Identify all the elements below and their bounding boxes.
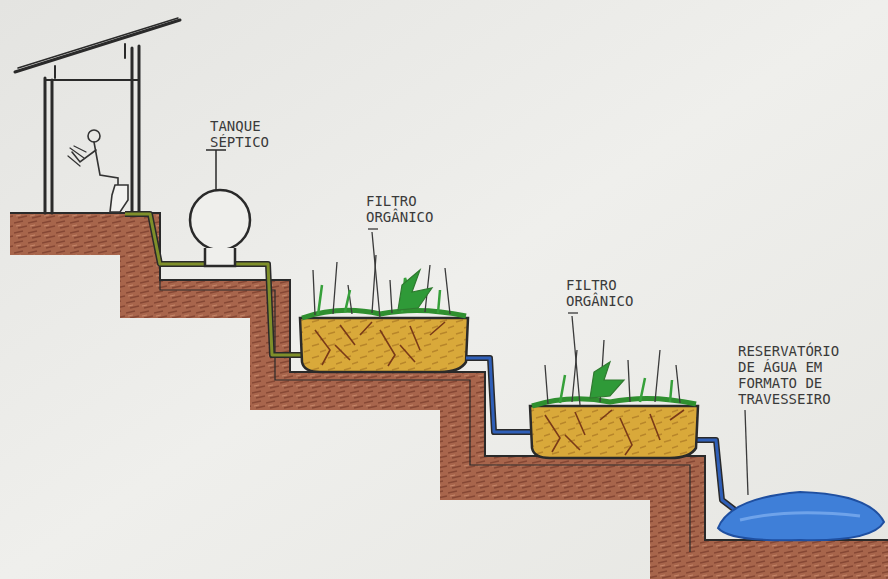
outhouse-part bbox=[45, 78, 52, 213]
organic-filter-part bbox=[398, 270, 432, 310]
organic-filter-part bbox=[545, 410, 684, 455]
outhouse-part bbox=[15, 20, 180, 72]
outhouse-part bbox=[55, 44, 125, 78]
callout-label: RESERVATÓRIO DE ÁGUA EM FORMATO DE TRAVE… bbox=[738, 343, 852, 407]
organic-filter-part bbox=[545, 340, 680, 404]
terrain-outline bbox=[10, 213, 888, 552]
pillow-reservoir-part bbox=[718, 492, 884, 540]
organic-filter-part bbox=[315, 322, 445, 366]
leader-line-part bbox=[745, 410, 748, 495]
soil-terrain-part bbox=[10, 213, 888, 579]
septic-tank-part bbox=[205, 248, 235, 266]
blue-pipe-part bbox=[696, 440, 735, 510]
organic-filter bbox=[300, 255, 468, 372]
outhouse bbox=[15, 18, 180, 213]
organic-filter-part bbox=[302, 310, 466, 318]
septic-tank bbox=[190, 150, 250, 266]
pillow-reservoir bbox=[718, 492, 884, 540]
pillow-reservoir-part bbox=[740, 513, 860, 520]
callout-label: FILTRO ORGÂNICO bbox=[566, 277, 644, 309]
outhouse-part bbox=[45, 79, 139, 81]
organic-filter-part bbox=[300, 318, 468, 372]
outhouse-part bbox=[18, 18, 178, 68]
person-on-toilet-part bbox=[68, 146, 86, 166]
person-on-toilet bbox=[68, 130, 128, 212]
leader-line-part bbox=[572, 316, 580, 405]
terrain-outline-part bbox=[10, 213, 888, 540]
callout-label: TANQUE SÉPTICO bbox=[210, 118, 284, 150]
blue-pipe-part bbox=[696, 440, 735, 510]
leader-line-part bbox=[372, 232, 380, 318]
leader-line-part bbox=[568, 312, 578, 313]
blue-pipe-part bbox=[466, 358, 532, 432]
green-pipe-part bbox=[232, 264, 302, 355]
septic-tank-part bbox=[190, 190, 250, 250]
organic-filter-part bbox=[590, 362, 624, 398]
blue-pipe bbox=[466, 358, 735, 510]
organic-filter-part bbox=[530, 406, 698, 458]
organic-filter bbox=[530, 340, 698, 458]
organic-filter-part bbox=[313, 255, 450, 315]
leader-line bbox=[368, 229, 748, 495]
terrain-outline-part bbox=[160, 222, 690, 552]
callout-label: FILTRO ORGÂNICO bbox=[366, 193, 444, 225]
outhouse-part bbox=[132, 46, 139, 213]
blue-pipe-part bbox=[466, 358, 532, 432]
septic-tank-part bbox=[206, 150, 226, 190]
leader-line-part bbox=[368, 228, 378, 229]
green-pipe-part bbox=[232, 264, 302, 355]
soil-terrain bbox=[10, 213, 888, 579]
person-on-toilet-part bbox=[110, 185, 128, 212]
person-on-toilet-part bbox=[88, 130, 100, 142]
